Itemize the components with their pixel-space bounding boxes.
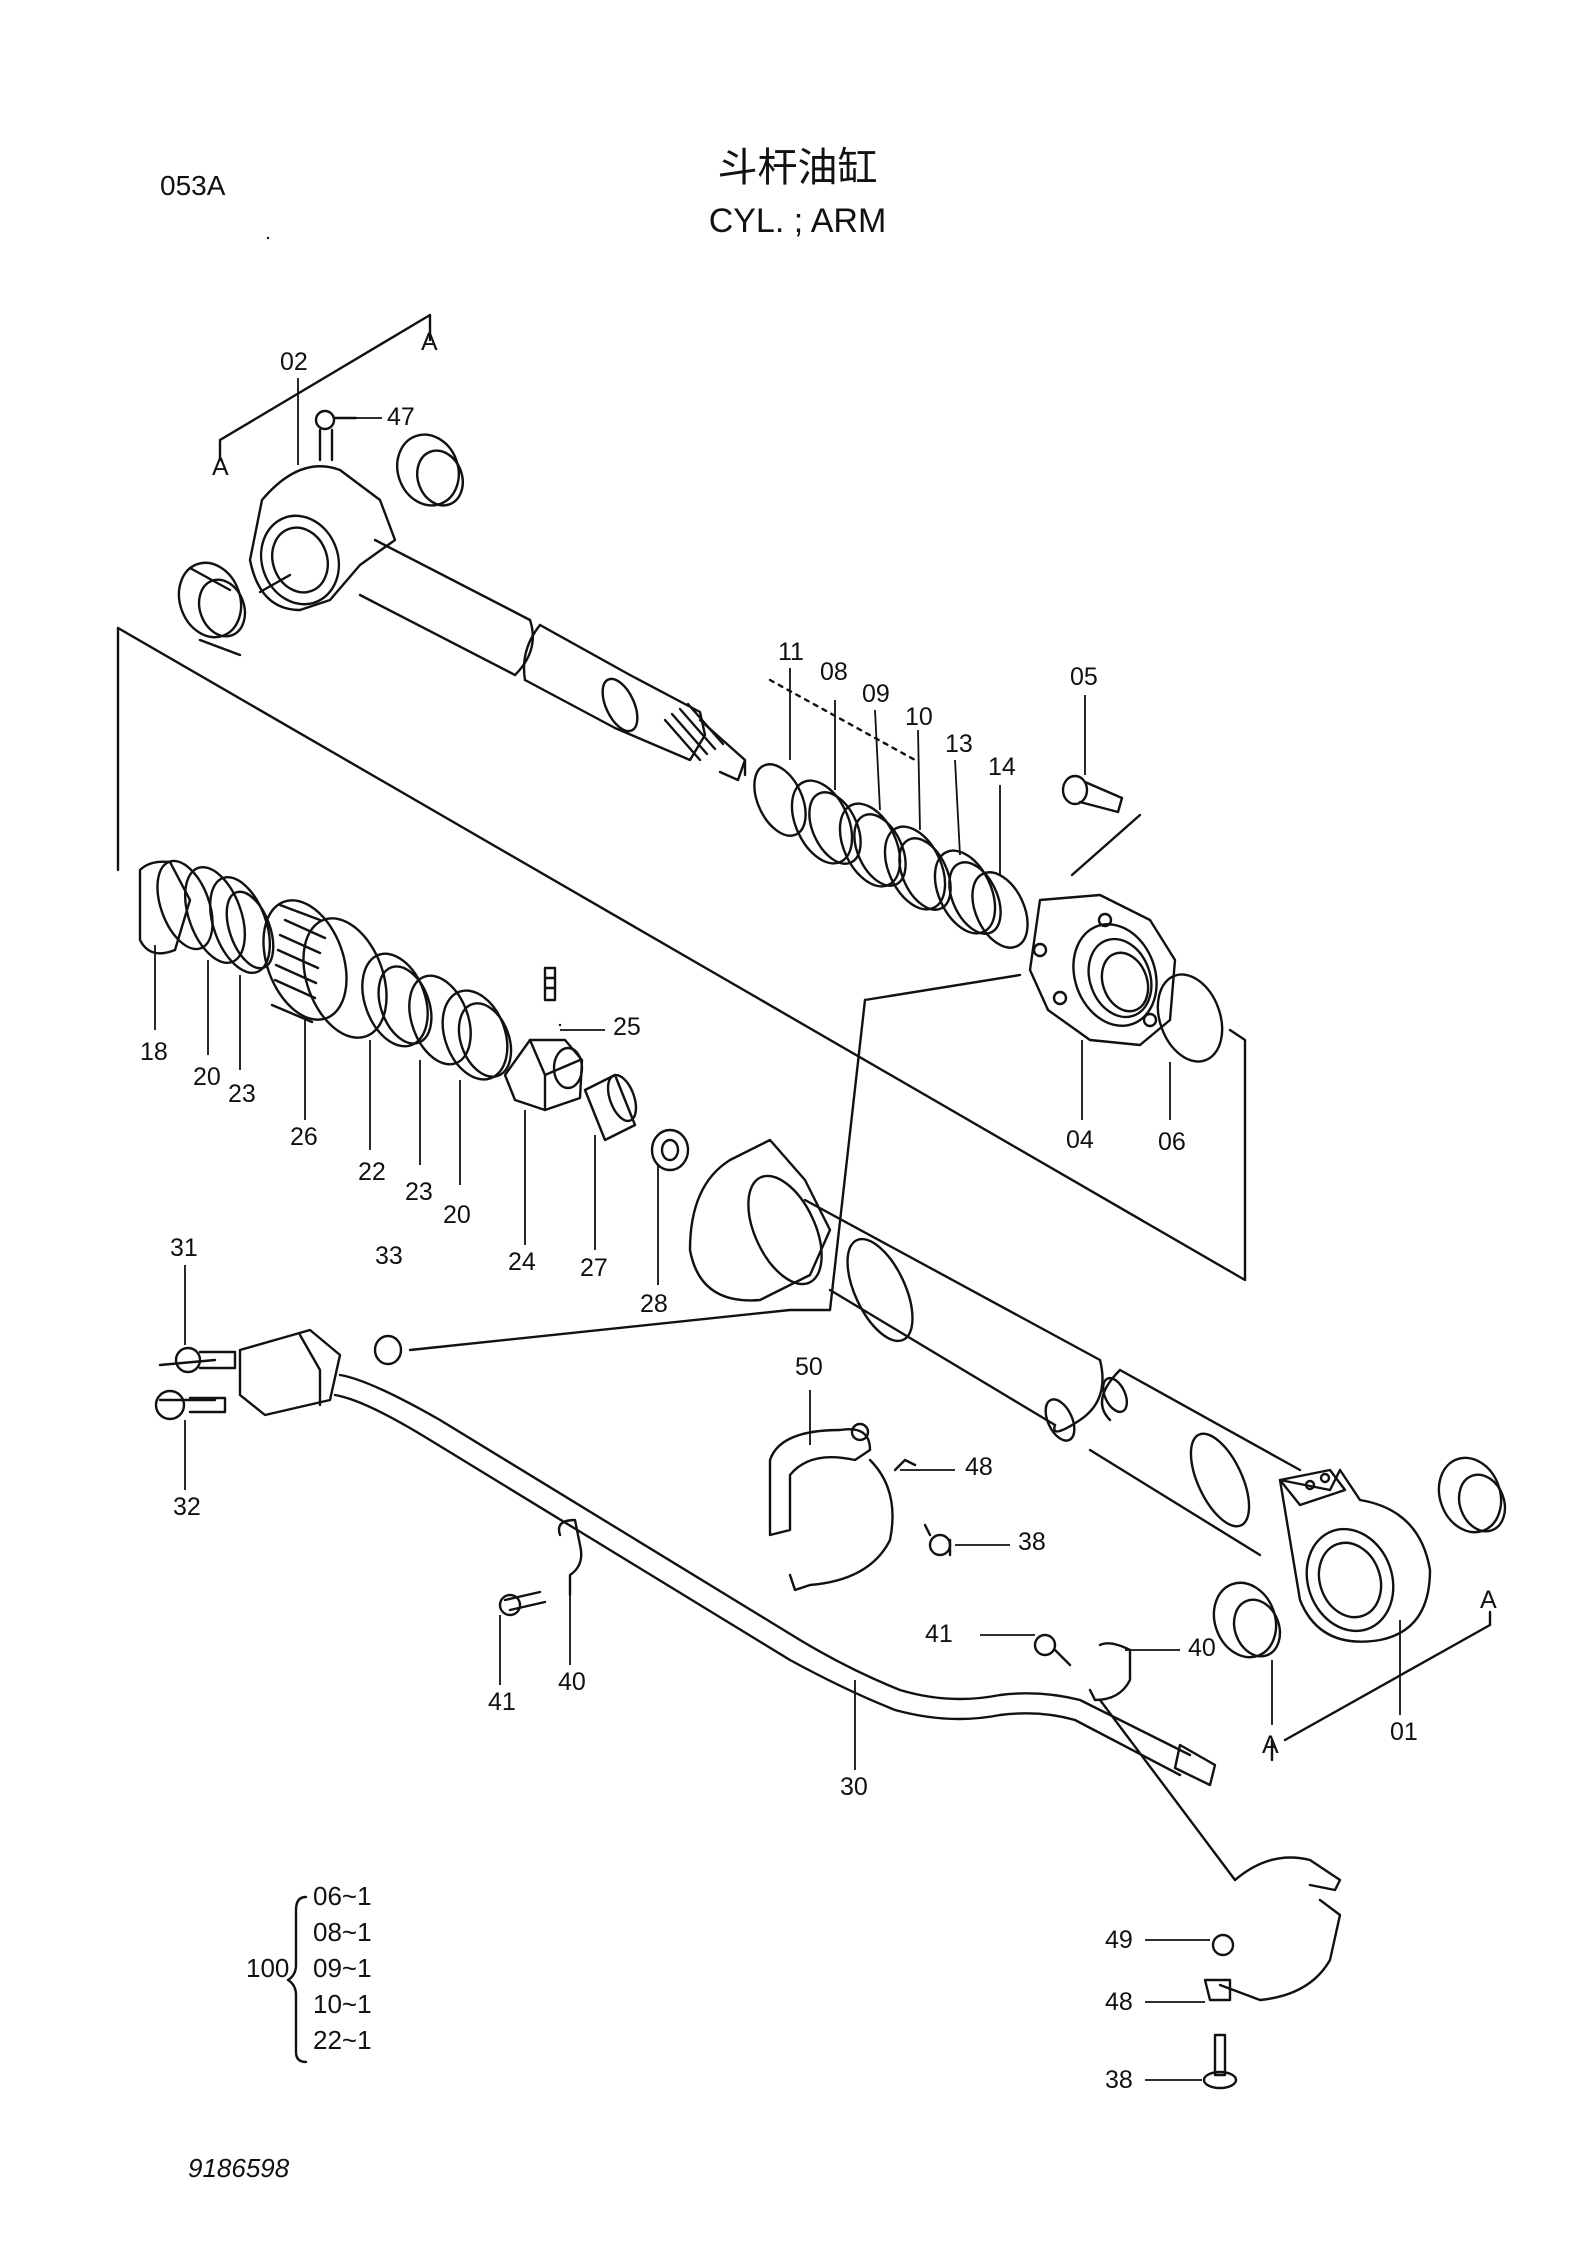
callout-A: A xyxy=(212,453,229,481)
pipe-flange xyxy=(154,1328,342,1421)
callout-10: 10 xyxy=(905,703,933,731)
callout-38: 38 xyxy=(1105,2066,1133,2094)
callout-31: 31 xyxy=(170,1234,198,1262)
callout-33: 33 xyxy=(375,1242,403,1270)
hydraulic-pipe xyxy=(333,1373,1217,1787)
callout-13: 13 xyxy=(945,730,973,758)
callout-25: 25 xyxy=(613,1013,641,1041)
kit-item: 06~1 xyxy=(313,1881,372,1911)
piston-nut xyxy=(503,1038,584,1112)
callout-18: 18 xyxy=(140,1038,168,1066)
o-ring xyxy=(1156,973,1224,1063)
callout-40: 40 xyxy=(1188,1634,1216,1662)
callout-48: 48 xyxy=(1105,1988,1133,2016)
piston-rod xyxy=(248,465,747,782)
socket-bolt xyxy=(1061,774,1124,814)
cylinder-tube xyxy=(688,1138,1432,1643)
pipe-clamp-upper xyxy=(768,1422,917,1592)
callout-26: 26 xyxy=(290,1123,318,1151)
set-screw xyxy=(543,966,557,1002)
piston-stack xyxy=(138,859,513,1081)
cylinder-head xyxy=(1028,893,1177,1047)
callout-49: 49 xyxy=(1105,1926,1133,1954)
kit-item: 08~1 xyxy=(313,1917,372,1947)
callout-30: 30 xyxy=(840,1773,868,1801)
drawing-number: 9186598 xyxy=(188,2153,290,2183)
callout-A: A xyxy=(1480,1586,1497,1614)
pipe-clip-right xyxy=(1033,1633,1132,1702)
stop-ring xyxy=(650,1128,690,1172)
callout-A: A xyxy=(1262,1731,1279,1759)
kit-item: 22~1 xyxy=(313,2025,372,2055)
callout-47: 47 xyxy=(387,403,415,431)
callout-32: 32 xyxy=(173,1493,201,1521)
rear-bushing-right xyxy=(1437,1456,1507,1534)
seal-rings xyxy=(753,763,1029,949)
pin-bushing-right xyxy=(396,433,464,507)
callout-48: 48 xyxy=(965,1453,993,1481)
callout-22: 22 xyxy=(358,1158,386,1186)
clamp-bolt xyxy=(923,1523,952,1557)
callout-24: 24 xyxy=(508,1248,536,1276)
callout-41: 41 xyxy=(488,1688,516,1716)
callout-40: 40 xyxy=(558,1668,586,1696)
rear-bushing-left xyxy=(1212,1581,1282,1659)
kit-item: 10~1 xyxy=(313,1989,372,2019)
callout-41: 41 xyxy=(925,1620,953,1648)
pin-bushing-left xyxy=(177,561,247,657)
callout-23: 23 xyxy=(405,1178,433,1206)
kit-item: 09~1 xyxy=(313,1953,372,1983)
callout-20: 20 xyxy=(193,1063,221,1091)
callout-01: 01 xyxy=(1390,1718,1418,1746)
callout-28: 28 xyxy=(640,1290,668,1318)
page-code: 053A xyxy=(160,170,226,201)
callout-08: 08 xyxy=(820,658,848,686)
pipe-clamp-lower xyxy=(1202,1856,1342,2090)
callout-20: 20 xyxy=(443,1201,471,1229)
callout-A: A xyxy=(421,328,438,356)
o-ring-33 xyxy=(373,1334,403,1366)
callout-11: 11 xyxy=(778,638,804,666)
callout-27: 27 xyxy=(580,1254,608,1282)
cushion-bearing xyxy=(583,1073,638,1142)
callout-23: 23 xyxy=(228,1080,256,1108)
page-title-english: CYL. ; ARM xyxy=(708,202,887,240)
callout-50: 50 xyxy=(795,1353,823,1381)
callout-06: 06 xyxy=(1158,1128,1186,1156)
kit-number: 100 xyxy=(246,1953,290,1983)
page-title-chinese: 斗杆油缸 xyxy=(717,145,878,191)
callout-14: 14 xyxy=(988,753,1016,781)
callout-38: 38 xyxy=(1018,1528,1046,1556)
pipe-clip-left xyxy=(498,1518,583,1617)
callout-04: 04 xyxy=(1066,1126,1094,1154)
callout-02: 02 xyxy=(280,348,308,376)
callout-05: 05 xyxy=(1070,663,1098,691)
callout-09: 09 xyxy=(862,680,890,708)
